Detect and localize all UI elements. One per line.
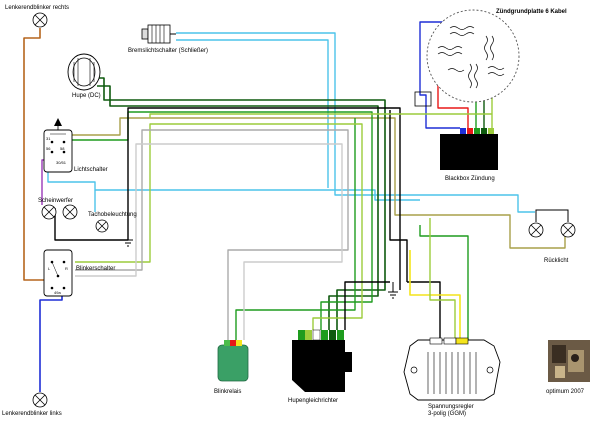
label-flasher-relay: Blinkrelais (214, 389, 241, 395)
light-switch-mark-56: 56 (46, 146, 51, 151)
label-indicator-right: Lenkerendblinker rechts (5, 5, 69, 11)
label-horn: Hupe (DC) (72, 93, 101, 99)
label-rear-light: Rücklicht (544, 258, 569, 264)
label-ignition-plate: Zündgrundplatte 6 Kabel (496, 9, 567, 15)
wire-grey-2 (75, 143, 343, 340)
wire-blue-left-indicator (39, 292, 63, 392)
lamp-indicator-right (32, 12, 48, 28)
ignition-base-plate (414, 9, 520, 107)
label-indicator-switch: Blinkerschalter (76, 266, 115, 272)
wire-black-reg (407, 281, 441, 340)
wire-lightgreen-blinker (75, 123, 363, 330)
wires (23, 21, 566, 392)
wire-red-ignition (437, 70, 469, 128)
light-switch-mark-58: 58 (60, 146, 65, 151)
wire-black-ground (54, 107, 401, 290)
wire-lightblue-tacho (47, 160, 420, 201)
horn (67, 53, 101, 91)
indicator-switch-mark-l: L (48, 266, 51, 271)
lamp-headlight-1 (41, 204, 57, 220)
label-light-switch: Lichtschalter (74, 167, 108, 173)
light-switch-mark-31: 31 (46, 136, 51, 141)
lamp-headlight-2 (62, 204, 78, 220)
wire-olive-rearlight (70, 117, 566, 249)
lamp-tacho (95, 219, 109, 233)
blackbox-ignition (440, 128, 498, 170)
wire-black-rect (344, 281, 390, 330)
wire-green-blinkrelais (235, 118, 356, 340)
lamp-rear-1 (528, 222, 544, 238)
signature-photo (548, 340, 590, 382)
wire-green-reg (419, 225, 469, 340)
wire-black-rear (535, 209, 569, 222)
voltage-regulator (403, 337, 501, 401)
label-indicator-left: Lenkerendblinker links (2, 411, 62, 417)
ground-symbol-front (123, 232, 133, 247)
ground-symbol-main (388, 282, 398, 299)
wire-brown-right-indicator (23, 28, 45, 281)
label-signature: optimum 2007 (546, 389, 585, 395)
label-horn-rectifier: Hupengleichrichter (288, 398, 338, 404)
lamp-indicator-left (32, 392, 48, 408)
light-switch-mark-30-51: 30/51 (56, 160, 67, 165)
label-brake-switch: Bremslichtschalter (Schließer) (128, 48, 208, 54)
indicator-switch: L R 49a (43, 249, 73, 297)
wire-blue-ignition (419, 21, 472, 129)
brake-light-switch (141, 24, 176, 44)
label-regulator-line1: Spannungsregler (428, 404, 474, 410)
lamp-rear-2 (560, 222, 576, 238)
horn-rectifier (292, 329, 352, 392)
label-tacho: Tachobeleuchtung (88, 212, 137, 218)
wire-grey-1 (75, 129, 349, 340)
wire-lightgreen-reg (429, 218, 456, 340)
indicator-switch-mark-r: R (65, 266, 68, 271)
wire-yellow-reg (409, 250, 461, 340)
wire-lightgreen-to-light (149, 113, 492, 118)
wire-darkgreen-horn (97, 77, 386, 330)
light-switch: 31 56 58 30/51 (43, 118, 73, 173)
wire-lightblue-brake (176, 32, 535, 213)
indicator-switch-mark-49a: 49a (54, 290, 61, 295)
flasher-relay (217, 340, 249, 382)
label-headlight: Scheinwerfer (38, 198, 73, 204)
wire-lightblue-brake-2 (176, 39, 329, 188)
wire-black-ground-2 (389, 110, 408, 282)
wire-darkgreen-horn-2 (97, 85, 379, 330)
label-regulator-line2: 3-polig (GGM) (428, 411, 466, 417)
label-blackbox: Blackbox Zündung (445, 176, 495, 182)
